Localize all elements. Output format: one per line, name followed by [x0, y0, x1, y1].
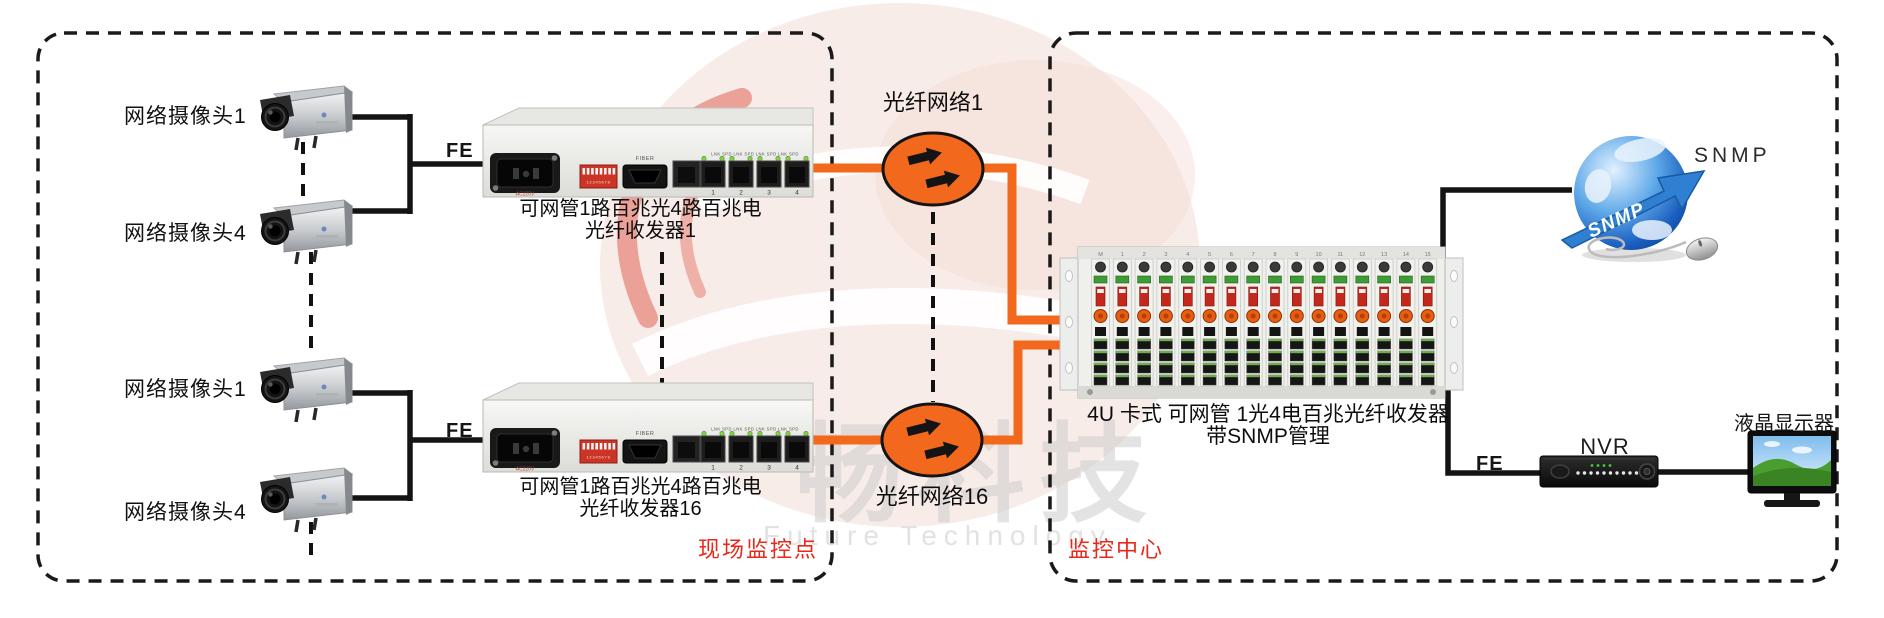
chassis-slot-number: 2 — [1143, 252, 1146, 258]
chassis-card — [1330, 258, 1350, 387]
chassis-slot-number: 6 — [1230, 252, 1233, 258]
converter16-caption-line1: 可网管1路百兆光4路百兆电 — [519, 476, 762, 498]
chassis-slot-number: M — [1098, 252, 1103, 258]
fe-link-label-2: FE — [446, 420, 474, 442]
mouse-cable — [1587, 236, 1687, 259]
fiber-network-cloud-1 — [883, 133, 983, 205]
chassis-card — [1352, 258, 1372, 387]
chassis-slot-number: 9 — [1295, 252, 1298, 258]
snmp-globe: SNMP — [1560, 136, 1719, 262]
ip-camera-1 — [258, 84, 354, 152]
converter1-caption-line1: 可网管1路百兆光4路百兆电 — [519, 198, 762, 220]
monitor-label: 液晶显示器 — [1734, 413, 1834, 435]
chassis-card — [1396, 258, 1416, 387]
chassis-card — [1243, 258, 1263, 387]
cloud16-label: 光纤网络16 — [875, 484, 989, 509]
chassis-caption: 4U 卡式 可网管 1光4电百兆光纤收发器 带SNMP管理 — [1048, 404, 1488, 448]
chassis-card — [1374, 258, 1394, 387]
snmp-label: SNMP — [1694, 144, 1771, 167]
chassis-card — [1134, 258, 1154, 387]
chassis-caption-line1: 4U 卡式 可网管 1光4电百兆光纤收发器 — [1087, 403, 1449, 426]
chassis-slot-number: 5 — [1208, 252, 1211, 258]
chassis-slot-number: 14 — [1403, 252, 1409, 258]
chassis-slot-number: 12 — [1359, 252, 1365, 258]
fiber-network-cloud-16 — [882, 404, 982, 476]
cloud1-label: 光纤网络1 — [882, 90, 984, 115]
ip-camera-4b — [258, 466, 354, 534]
chassis-slot-number: 10 — [1316, 252, 1322, 258]
nvr-device — [1539, 455, 1659, 488]
ellipsis-dashes — [301, 142, 935, 558]
chassis-slot-number: 15 — [1425, 252, 1431, 258]
chassis-card — [1200, 258, 1220, 387]
camera-label-4b: 网络摄像头4 — [124, 501, 247, 524]
chassis-caption-line2: 带SNMP管理 — [1206, 425, 1330, 448]
chassis-slot-number: 3 — [1164, 252, 1167, 258]
chassis-card — [1091, 258, 1110, 387]
chassis-card — [1156, 258, 1176, 387]
site-zone-title: 现场监控点 — [697, 537, 818, 562]
converter16-caption-line2: 光纤收发器16 — [579, 498, 702, 520]
fe-link-label-1: FE — [446, 140, 474, 162]
ip-camera-1b — [258, 356, 354, 424]
snmp-ribbon-arrow — [1560, 170, 1706, 249]
camera-label-4: 网络摄像头4 — [124, 222, 247, 245]
ip-camera-4 — [258, 198, 354, 266]
center-zone-title: 监控中心 — [1068, 537, 1165, 562]
chassis-slot-number: 7 — [1252, 252, 1255, 258]
chassis-slot-number: 13 — [1381, 252, 1387, 258]
ethernet-links — [352, 114, 1748, 501]
converter1-caption: 可网管1路百兆光4路百兆电 光纤收发器1 — [468, 198, 813, 242]
chassis-card — [1265, 258, 1285, 387]
computer-mouse — [1685, 237, 1719, 261]
chassis-slot-number: 1 — [1121, 252, 1124, 258]
media-converter-1 — [482, 107, 814, 198]
chassis-card — [1178, 258, 1198, 387]
converter16-caption: 可网管1路百兆光4路百兆电 光纤收发器16 — [468, 476, 813, 520]
camera-label-1: 网络摄像头1 — [124, 105, 247, 128]
nvr-label: NVR — [1580, 434, 1630, 459]
converter1-caption-line2: 光纤收发器1 — [584, 220, 697, 242]
chassis-card — [1309, 258, 1329, 387]
chassis-slot-number: 4 — [1186, 252, 1189, 258]
chassis-card — [1112, 258, 1132, 387]
fe-link-label-3: FE — [1476, 453, 1504, 475]
chassis-card — [1221, 258, 1241, 387]
chassis-slot-number: 11 — [1338, 252, 1344, 258]
chassis-card — [1418, 258, 1438, 387]
chassis-slot-number: 8 — [1273, 252, 1276, 258]
media-converter-16 — [482, 382, 814, 473]
lcd-monitor — [1747, 430, 1837, 507]
center-zone-box — [1048, 31, 1839, 583]
watermark-en-text: Future Technology — [763, 520, 1112, 551]
camera-label-1b: 网络摄像头1 — [124, 378, 247, 401]
chassis-card — [1287, 258, 1307, 387]
